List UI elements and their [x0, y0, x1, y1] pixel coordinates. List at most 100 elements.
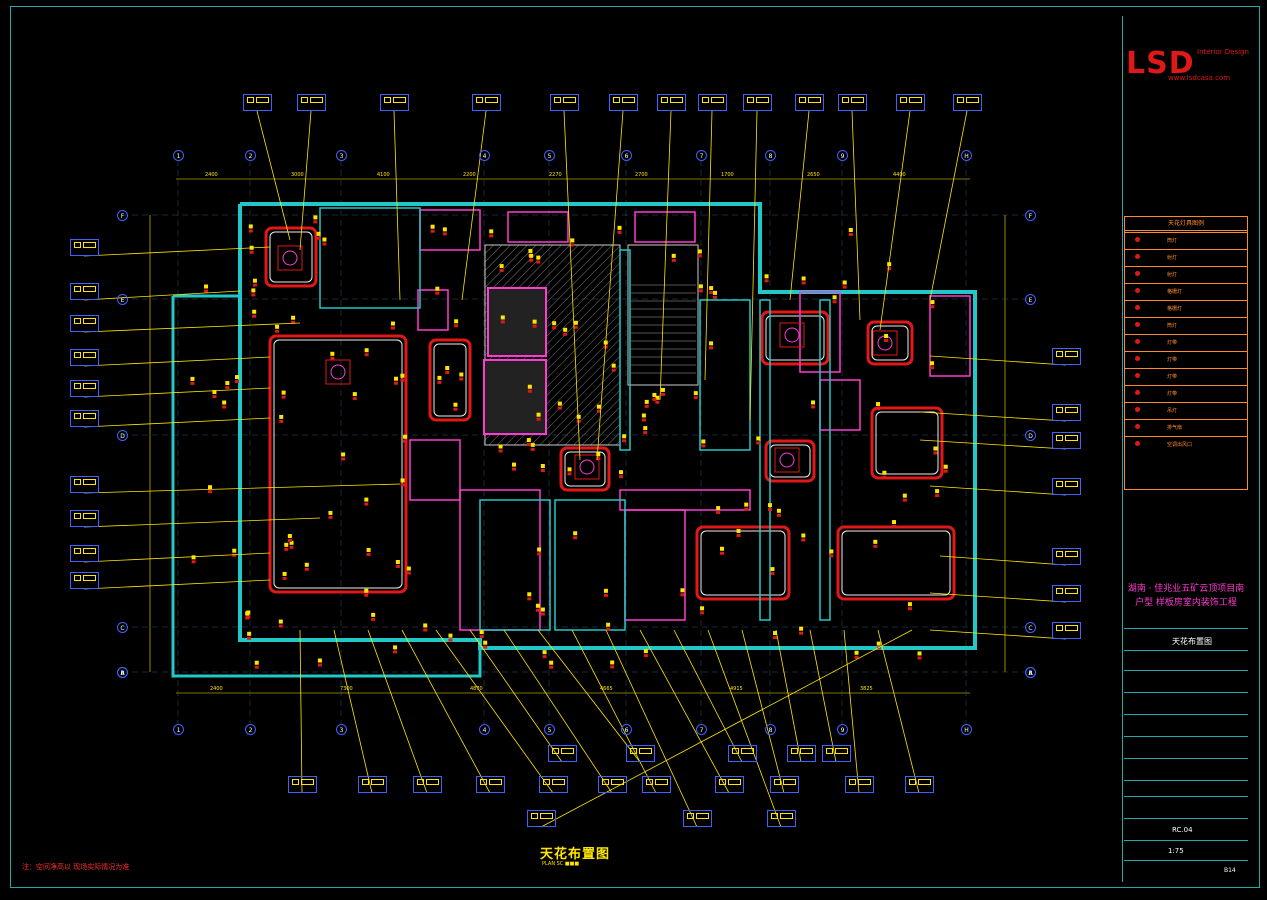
- downlight-base: [660, 392, 665, 396]
- chandelier: [774, 447, 800, 473]
- downlight-base: [364, 353, 369, 357]
- ceiling-edge: [836, 525, 956, 601]
- tag-symbol: [74, 479, 81, 485]
- tag-code: [83, 413, 96, 419]
- downlight-base: [917, 656, 922, 660]
- downlight-base: [557, 406, 562, 410]
- downlight: [876, 641, 881, 646]
- downlight: [527, 592, 532, 597]
- downlight-base: [423, 628, 428, 632]
- legend-label: 格栅灯: [1167, 306, 1183, 312]
- downlight-base: [500, 320, 505, 324]
- tag-symbol: [543, 779, 550, 785]
- legend-box: [1124, 216, 1248, 490]
- tag-symbol: [602, 779, 609, 785]
- tb-page-row: B14: [1124, 860, 1248, 883]
- chandelier: [779, 322, 805, 348]
- tag-code: [1065, 435, 1078, 441]
- chandelier-ring: [877, 335, 893, 351]
- downlight: [902, 493, 907, 498]
- downlight: [622, 434, 627, 439]
- downlight-base: [208, 490, 213, 494]
- tag-symbol: [384, 97, 391, 103]
- ceiling-edge: [264, 226, 318, 288]
- interior-wall: [699, 299, 751, 451]
- tag-code: [1065, 625, 1078, 631]
- tag-code: [83, 352, 96, 358]
- legend-label: 灯带: [1167, 374, 1178, 380]
- tag-symbol: [791, 748, 798, 754]
- downlight: [549, 660, 554, 665]
- interior-wall: [479, 499, 551, 631]
- tag-code: [426, 779, 439, 785]
- legend-row: 灯带: [1125, 368, 1247, 385]
- downlight-base: [882, 475, 887, 479]
- tb-row: [1124, 796, 1248, 819]
- downlight: [330, 351, 335, 356]
- leader-line: [879, 110, 911, 331]
- tb-row: [1124, 736, 1248, 759]
- downlight: [291, 315, 296, 320]
- downlight: [437, 375, 442, 380]
- downlight: [643, 649, 648, 654]
- partition: [624, 509, 686, 621]
- callout-tag: [1052, 348, 1081, 365]
- tag-code: [561, 748, 574, 754]
- grid-bubble: A: [117, 667, 128, 678]
- tag-code: [1065, 551, 1078, 557]
- callout-tag: [1052, 404, 1081, 421]
- legend-label: 射灯: [1167, 255, 1178, 261]
- tag-symbol: [849, 779, 856, 785]
- downlight: [435, 286, 440, 291]
- tag-code: [83, 513, 96, 519]
- downlight-base: [943, 469, 948, 473]
- downlight-base: [744, 507, 749, 511]
- downlight-base: [700, 611, 705, 615]
- downlight: [393, 376, 398, 381]
- downlight: [500, 315, 505, 320]
- downlight: [610, 660, 615, 665]
- downlight: [279, 414, 284, 419]
- grid-bubble: 7: [696, 724, 707, 735]
- downlight: [652, 392, 657, 397]
- leader-line: [741, 629, 785, 794]
- downlight-base: [930, 305, 935, 309]
- legend-symbol: [1135, 441, 1140, 446]
- downlight-base: [275, 329, 280, 333]
- tag-code: [851, 97, 864, 103]
- downlight-base: [655, 400, 660, 404]
- callout-tag: [767, 810, 796, 827]
- downlight-base: [606, 627, 611, 631]
- legend-label: 筒灯: [1167, 238, 1178, 244]
- grid-bubble: 1: [173, 150, 184, 161]
- leader-line: [461, 110, 487, 301]
- tb-scale-row: 1:75: [1124, 840, 1248, 861]
- chandelier-ring: [779, 452, 795, 468]
- grid-bubble: 9: [837, 724, 848, 735]
- downlight: [313, 215, 318, 220]
- downlight-base: [536, 260, 541, 264]
- ceiling-edge: [764, 439, 816, 483]
- downlight: [567, 467, 572, 472]
- tag-code: [728, 779, 741, 785]
- legend-row: 排气扇: [1125, 419, 1247, 436]
- downlight-base: [610, 665, 615, 669]
- interior-wall: [819, 299, 831, 621]
- downlight-base: [291, 320, 296, 324]
- downlight: [907, 602, 912, 607]
- downlight: [512, 462, 517, 467]
- leader-line: [919, 439, 1067, 450]
- leader-line: [877, 629, 920, 794]
- callout-tag: [953, 94, 982, 111]
- leader-line: [540, 629, 913, 828]
- tag-symbol: [417, 779, 424, 785]
- downlight: [498, 444, 503, 449]
- downlight: [719, 546, 724, 551]
- downlight-base: [529, 258, 534, 262]
- tag-code: [783, 779, 796, 785]
- tag-symbol: [74, 548, 81, 554]
- downlight: [532, 319, 537, 324]
- downlight: [208, 485, 213, 490]
- downlight: [282, 571, 287, 576]
